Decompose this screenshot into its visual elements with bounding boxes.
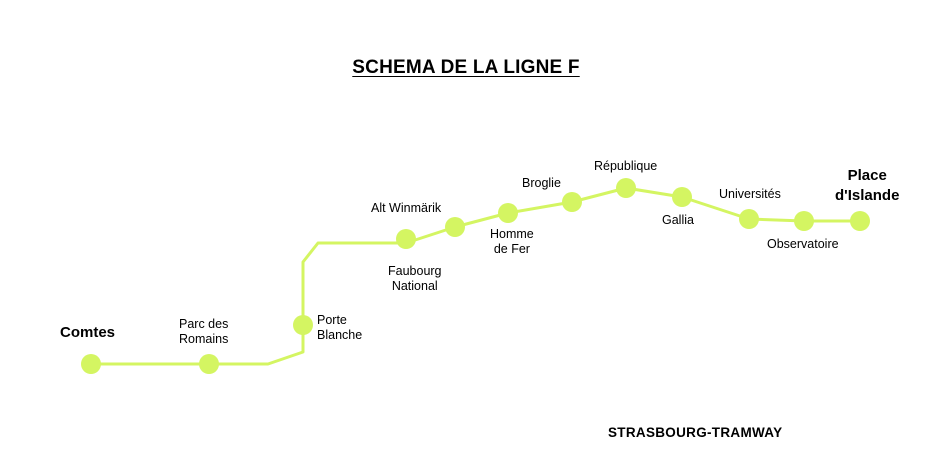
station-label-comtes: Comtes	[60, 324, 116, 341]
stop-comtes	[81, 354, 101, 374]
route-line	[89, 186, 862, 366]
stop-republique	[616, 178, 636, 198]
stop-parc-des-romains	[199, 354, 219, 374]
station-label-homme-de-fer: Homme de Fer	[490, 227, 534, 256]
station-label-place-d-islande: Place d'Islande	[835, 167, 900, 204]
station-label-republique: République	[594, 159, 658, 173]
station-label-observatoire: Observatoire	[767, 237, 839, 251]
stop-gallia	[672, 187, 692, 207]
diagram-title: SCHEMA DE LA LIGNE F	[352, 57, 580, 78]
stop-porte-blanche	[293, 315, 313, 335]
station-label-parc-des-romains: Parc des Romains	[179, 317, 229, 346]
station-label-porte-blanche: Porte Blanche	[317, 313, 363, 342]
station-label-alt-winmarik: Alt Winmärik	[371, 201, 442, 215]
station-label-universites: Universités	[719, 187, 781, 201]
stop-broglie	[562, 192, 582, 212]
stop-alt-winmarik	[445, 217, 465, 237]
station-label-faubourg-national: Faubourg National	[388, 264, 442, 293]
stop-observatoire	[794, 211, 814, 231]
station-label-gallia: Gallia	[662, 213, 694, 227]
stop-universites	[739, 209, 759, 229]
station-label-broglie: Broglie	[522, 176, 561, 190]
stop-homme-de-fer	[498, 203, 518, 223]
stop-place-d-islande	[850, 211, 870, 231]
footer-brand: STRASBOURG-TRAMWAY	[608, 425, 783, 440]
stop-faubourg-national	[396, 229, 416, 249]
